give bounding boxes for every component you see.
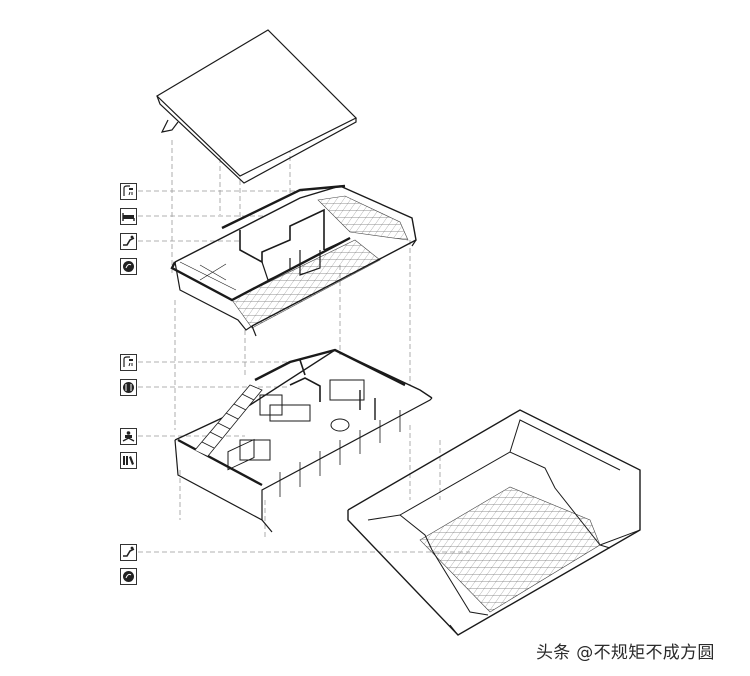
pool-grid: [419, 486, 601, 613]
dining-icon: [120, 379, 137, 396]
books-icon: [120, 452, 137, 469]
roof-slab: [156, 29, 358, 184]
upper-deck-grid: [317, 195, 409, 241]
watermark: 头条 @不规矩不成方圆: [536, 643, 715, 663]
pool-base: [347, 409, 641, 636]
shower-icon: [120, 183, 137, 200]
reading-icon: [120, 428, 137, 445]
projection-lines: [138, 140, 470, 553]
upper-floor: [170, 184, 417, 337]
lounger-icon: [120, 544, 137, 561]
ground-floor: [174, 348, 433, 533]
lounger-icon: [120, 233, 137, 250]
upper-terrace-grid: [231, 239, 381, 329]
shower-icon: [120, 354, 137, 371]
plant-icon: [120, 258, 137, 275]
staircase: [194, 384, 263, 457]
bed-icon: [120, 208, 137, 225]
plant-icon: [120, 568, 137, 585]
